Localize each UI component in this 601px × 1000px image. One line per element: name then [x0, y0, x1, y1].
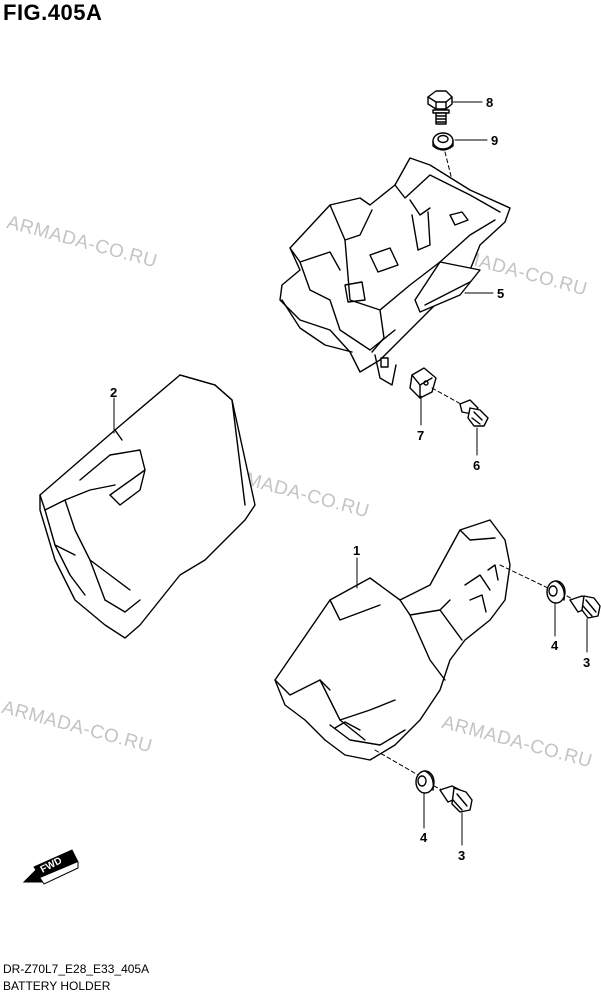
bolt-part-3-lower[interactable]: [439, 785, 473, 813]
callout-4-lower: 4: [420, 830, 428, 845]
figure-title: FIG.405A: [3, 0, 103, 25]
callout-6: 6: [473, 458, 481, 473]
clip-nut-part-7[interactable]: [409, 367, 437, 399]
callout-2: 2: [110, 385, 118, 400]
callout-1: 1: [353, 543, 361, 558]
callout-leaders: [113, 101, 588, 846]
callout-3-upper: 3: [583, 655, 591, 670]
model-code: DR-Z70L7_E28_E33_405A: [3, 962, 150, 976]
grommet-part-9[interactable]: [432, 132, 454, 151]
fwd-arrow-icon: [22, 849, 79, 885]
screw-part-6[interactable]: [459, 399, 489, 427]
callout-7: 7: [417, 428, 425, 443]
washer-part-4-lower[interactable]: [415, 770, 435, 794]
battery-tray-part-5[interactable]: [279, 157, 511, 386]
bolt-part-3-upper[interactable]: [569, 595, 601, 619]
callout-3-lower: 3: [458, 848, 466, 863]
callout-8: 8: [486, 95, 494, 110]
callout-9: 9: [491, 133, 499, 148]
bolt-part-8[interactable]: [427, 90, 453, 125]
battery-cover-part-2[interactable]: [39, 374, 256, 639]
washer-part-4-upper[interactable]: [546, 580, 566, 604]
diagram-caption: BATTERY HOLDER: [3, 979, 111, 993]
callout-4-upper: 4: [551, 638, 559, 653]
battery-case-part-1[interactable]: [274, 519, 511, 761]
callout-5: 5: [497, 286, 505, 301]
